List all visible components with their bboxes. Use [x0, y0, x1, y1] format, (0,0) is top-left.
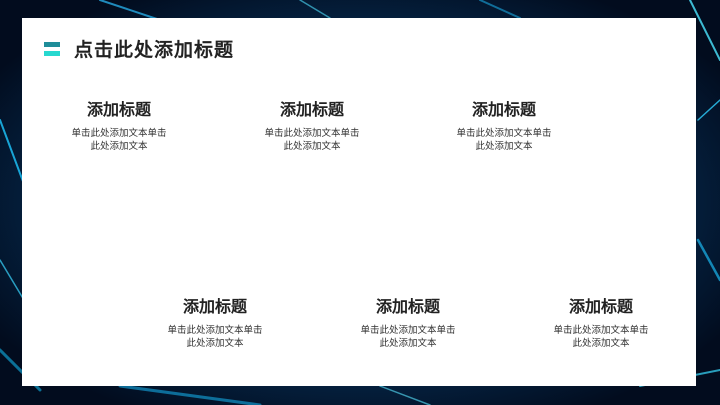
step-title: 添加标题 — [375, 297, 440, 316]
step-block-6: 添加标题 单击此处添加文本单击 此处添加文本 — [526, 296, 676, 350]
segment-year-label: 20XX — [378, 270, 411, 283]
step-desc: 单击此处添加文本单击 此处添加文本 — [264, 128, 360, 152]
content-panel — [22, 18, 696, 386]
step-desc: 单击此处添加文本单击 此处添加文本 — [553, 325, 649, 349]
step-block-1: 添加标题 单击此处添加文本单击 此处添加文本 — [44, 99, 194, 153]
step-block-3: 添加标题 单击此处添加文本单击 此处添加文本 — [237, 99, 387, 153]
step-title: 添加标题 — [182, 297, 247, 316]
segment-year-label: 20XX — [90, 178, 123, 191]
page-title: 点击此处添加标题 — [74, 39, 235, 61]
step-block-2: 添加标题 单击此处添加文本单击 此处添加文本 — [140, 296, 290, 350]
segment-year-label: 20XX — [474, 178, 507, 191]
step-title: 添加标题 — [568, 297, 633, 316]
step-desc: 单击此处添加文本单击 此处添加文本 — [71, 128, 167, 152]
step-block-5: 添加标题 单击此处添加文本单击 此处添加文本 — [429, 99, 579, 153]
segment-year-label: 20XX — [570, 270, 603, 283]
step-block-4: 添加标题 单击此处添加文本单击 此处添加文本 — [333, 296, 483, 350]
segment-year-label: 20XX — [186, 270, 219, 283]
step-title: 添加标题 — [86, 100, 151, 119]
step-desc: 单击此处添加文本单击 此处添加文本 — [456, 128, 552, 152]
step-title: 添加标题 — [279, 100, 344, 119]
step-desc: 单击此处添加文本单击 此处添加文本 — [167, 325, 263, 349]
step-title: 添加标题 — [471, 100, 536, 119]
step-desc: 单击此处添加文本单击 此处添加文本 — [360, 325, 456, 349]
title-bars-icon — [44, 42, 60, 56]
segment-year-label: 20XX — [282, 178, 315, 191]
